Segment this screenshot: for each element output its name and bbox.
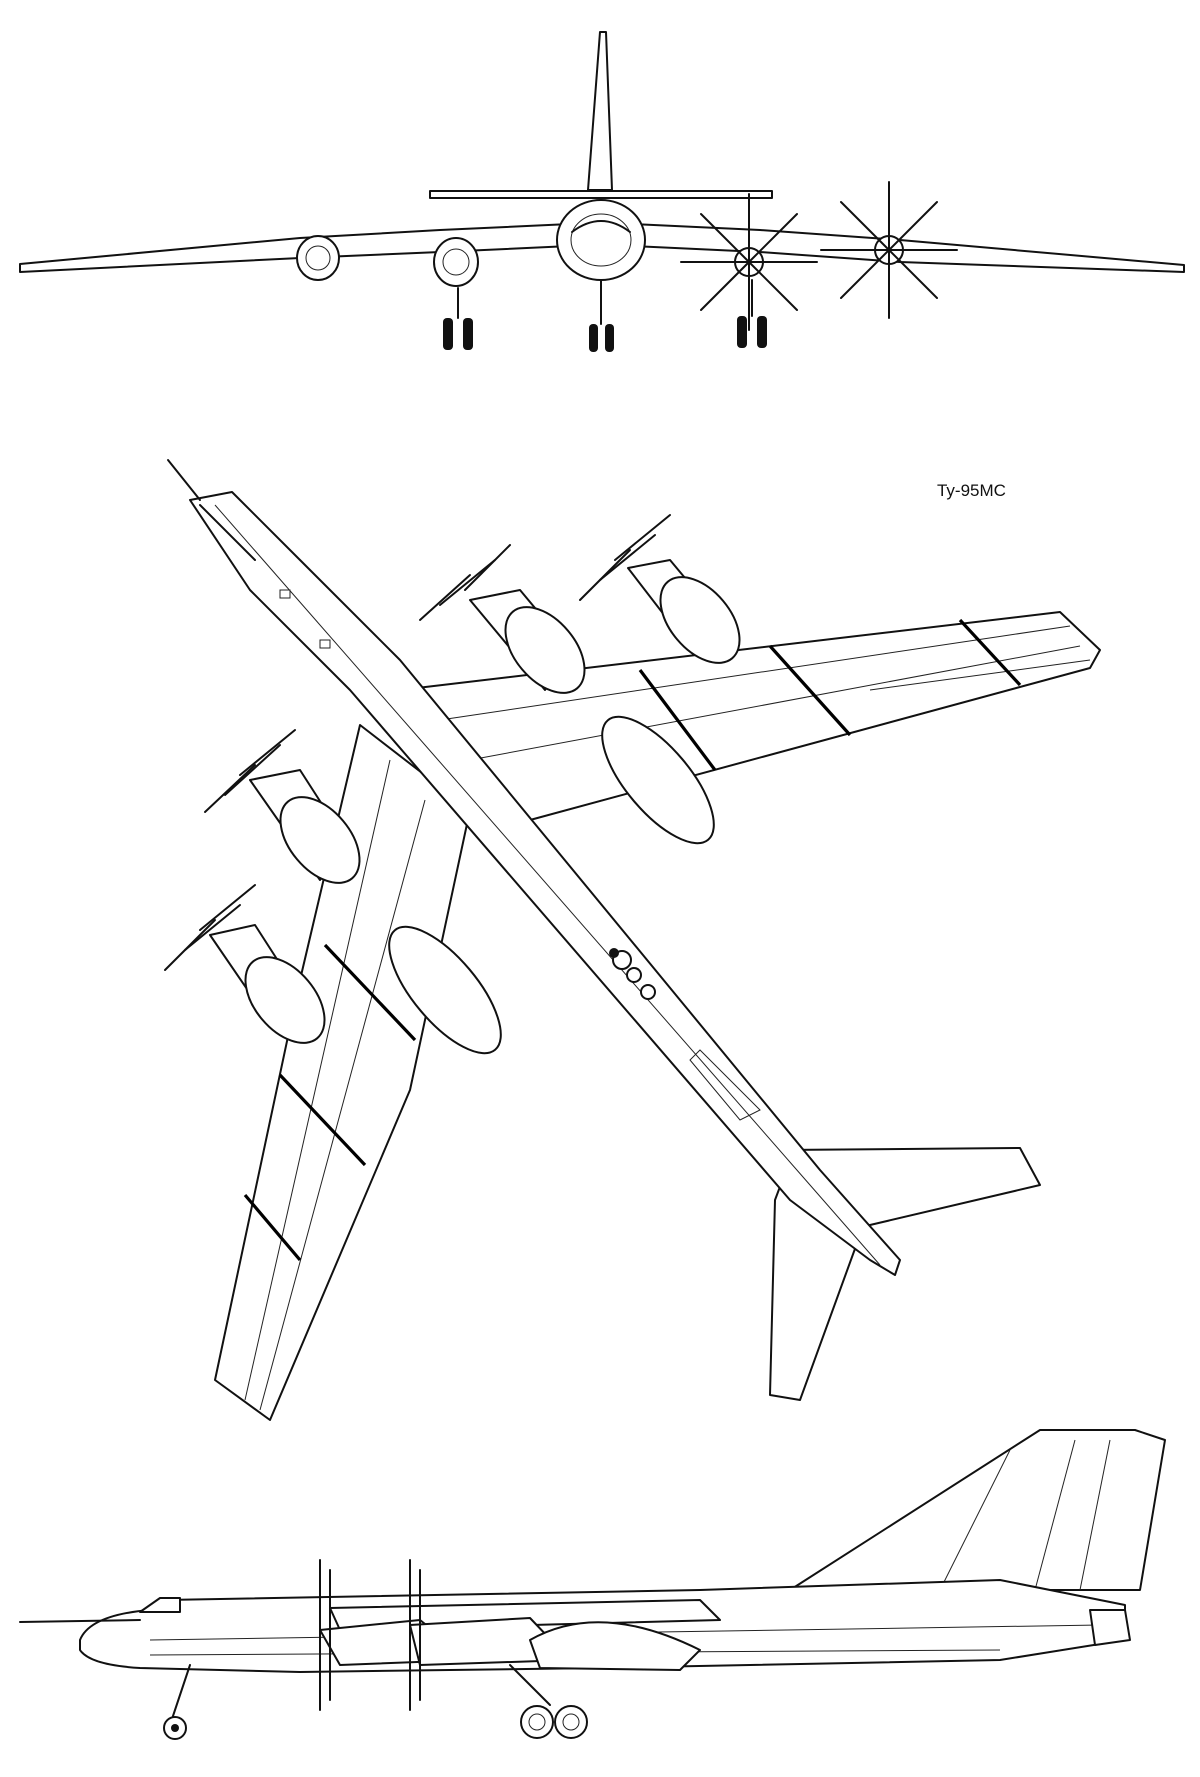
front-fuselage	[556, 199, 646, 281]
plan-refuel-probe	[167, 459, 201, 501]
side-vertical-fin	[789, 1429, 1166, 1591]
side-landing-gear	[163, 1664, 588, 1740]
side-cockpit	[139, 1597, 181, 1613]
front-stabilizer	[429, 190, 773, 199]
plan-view: Ту-95МС	[164, 459, 1101, 1421]
front-landing-gear	[443, 279, 767, 352]
front-left-engines	[296, 235, 479, 287]
plan-fuselage	[189, 491, 901, 1276]
aircraft-designation-label: Ту-95МС	[937, 481, 1006, 500]
side-refuel-probe	[19, 1619, 141, 1623]
side-view	[19, 1429, 1166, 1740]
side-wing	[329, 1599, 721, 1631]
side-nacelles	[319, 1617, 701, 1671]
front-vertical-fin	[587, 31, 613, 191]
side-propellers	[319, 1559, 421, 1711]
front-right-propellers	[680, 181, 958, 331]
plan-dorsal-fairings	[609, 948, 656, 1000]
plan-engines	[164, 514, 741, 1044]
front-view	[19, 31, 1185, 352]
